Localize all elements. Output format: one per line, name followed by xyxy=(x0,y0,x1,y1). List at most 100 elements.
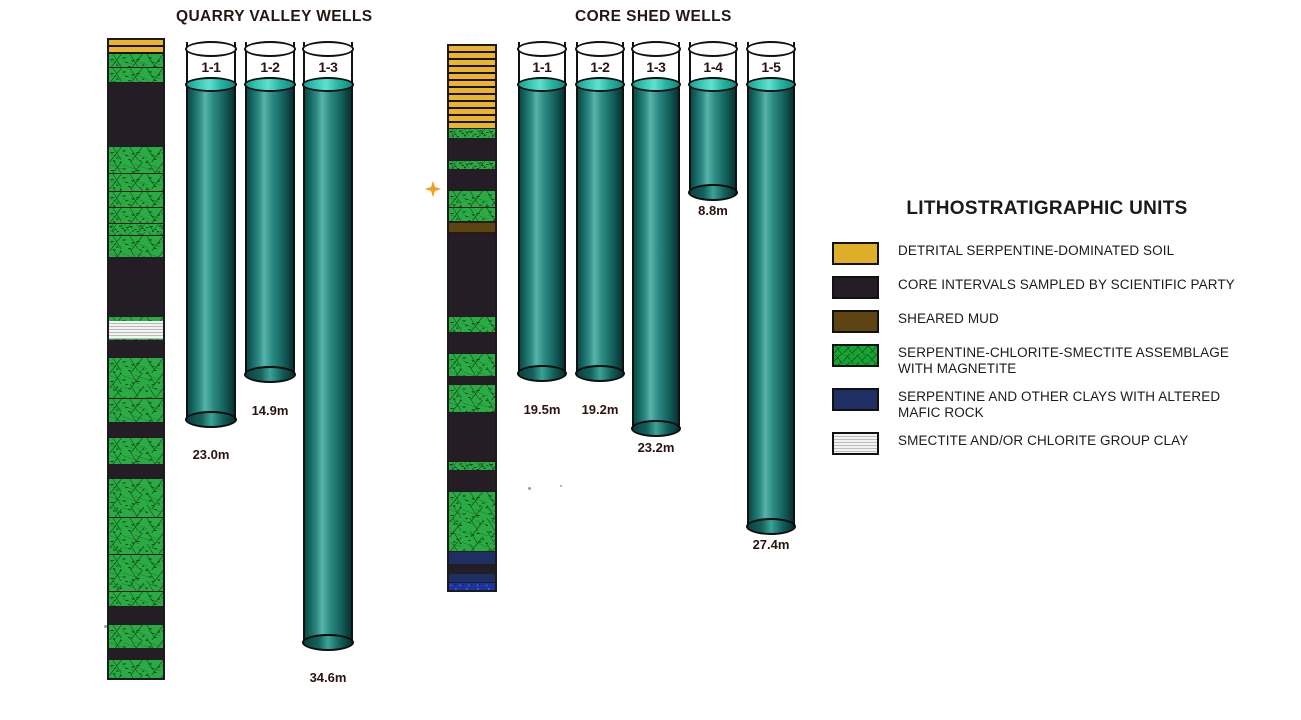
strat-layer-green xyxy=(109,625,163,648)
strat-layer-dark xyxy=(449,333,495,353)
well-cylinder-quarry-1-1[interactable]: 1-1 xyxy=(185,41,237,428)
cylinder-fill-surface xyxy=(185,77,237,92)
cylinder-bottom xyxy=(575,365,625,382)
strat-layer-dark xyxy=(109,607,163,624)
cylinder-fill-surface xyxy=(631,77,681,92)
strat-layer-navy-bright xyxy=(449,583,495,590)
strat-layer-green xyxy=(109,358,163,398)
strat-layer-green xyxy=(449,208,495,221)
cylinder-body xyxy=(747,51,795,525)
cylinder-body xyxy=(632,51,680,427)
strat-layer-dark xyxy=(449,234,495,316)
cylinder-bottom xyxy=(688,184,738,201)
cylinder-bottom xyxy=(185,411,237,428)
speck-dot-1 xyxy=(528,487,531,490)
strat-layer-green xyxy=(109,224,163,235)
cylinder-bottom xyxy=(631,420,681,437)
well-label: 1-4 xyxy=(703,59,723,75)
legend: LITHOSTRATIGRAPHIC UNITS DETRITAL SERPEN… xyxy=(832,198,1262,466)
cylinder-rim xyxy=(517,41,567,57)
well-cylinder-coreshed-1-2[interactable]: 1-2 xyxy=(575,41,625,382)
legend-swatch-sheared-mud-icon xyxy=(832,310,879,333)
speck-dot-2 xyxy=(560,485,562,487)
well-cylinder-coreshed-1-4[interactable]: 1-4 xyxy=(688,41,738,201)
star-marker xyxy=(424,180,442,198)
cylinder-rim xyxy=(746,41,796,57)
well-cylinder-coreshed-1-1[interactable]: 1-1 xyxy=(517,41,567,382)
group-title-quarry-valley: QUARRY VALLEY WELLS xyxy=(176,8,373,25)
strat-layer-green xyxy=(109,518,163,554)
strat-layer-navy xyxy=(449,552,495,564)
strat-layer-dark xyxy=(449,413,495,461)
strat-layer-green xyxy=(109,479,163,517)
strat-layer-green xyxy=(449,129,495,138)
legend-label-core-intervals: CORE INTERVALS SAMPLED BY SCIENTIFIC PAR… xyxy=(898,277,1235,292)
legend-item-core-intervals[interactable]: CORE INTERVALS SAMPLED BY SCIENTIFIC PAR… xyxy=(832,276,1262,299)
strat-layer-soil xyxy=(449,46,495,128)
legend-item-serpentine-clays-mafic[interactable]: SERPENTINE AND OTHER CLAYS WITH ALTERED … xyxy=(832,387,1262,421)
strat-layer-green xyxy=(109,660,163,678)
strat-layer-dark xyxy=(109,258,163,316)
depth-label-coreshed-1-1: 19.5m xyxy=(523,402,561,417)
legend-label-smectite-chlorite-clay: SMECTITE AND/OR CHLORITE GROUP CLAY xyxy=(898,432,1189,448)
strat-layer-green xyxy=(109,147,163,173)
cylinder-fill-surface xyxy=(244,77,296,92)
legend-item-soil[interactable]: DETRITAL SERPENTINE-DOMINATED SOIL xyxy=(832,242,1262,265)
depth-label-quarry-1-2: 14.9m xyxy=(251,403,289,418)
well-label: 1-1 xyxy=(532,59,552,75)
strat-layer-green xyxy=(109,592,163,606)
well-cylinder-quarry-1-2[interactable]: 1-2 xyxy=(244,41,296,383)
cylinder-bottom xyxy=(746,518,796,535)
well-cylinder-quarry-1-3[interactable]: 1-3 xyxy=(302,41,354,651)
strat-layer-dark xyxy=(109,340,163,357)
legend-swatch-core-intervals-icon xyxy=(832,276,879,299)
strat-layer-green xyxy=(449,161,495,169)
cylinder-fill-surface xyxy=(575,77,625,92)
legend-swatch-soil-icon xyxy=(832,242,879,265)
legend-label-serpentine-clays-mafic: SERPENTINE AND OTHER CLAYS WITH ALTERED … xyxy=(898,388,1221,420)
strat-layer-green xyxy=(109,236,163,257)
strat-layer-soil xyxy=(109,40,163,54)
cylinder-rim xyxy=(631,41,681,57)
depth-label-coreshed-1-4: 8.8m xyxy=(698,203,728,218)
strat-layer-green xyxy=(449,385,495,412)
strat-layer-dark xyxy=(449,377,495,384)
cylinder-rim xyxy=(302,41,354,57)
depth-label-quarry-1-3: 34.6m xyxy=(309,670,347,685)
strat-layer-green xyxy=(449,354,495,376)
legend-item-sheared-mud[interactable]: SHEARED MUD xyxy=(832,310,1262,333)
depth-label-quarry-1-1: 23.0m xyxy=(192,447,230,462)
cylinder-body xyxy=(186,51,236,418)
cylinder-bottom xyxy=(517,365,567,382)
cylinder-body xyxy=(518,51,566,372)
strat-layer-navy xyxy=(449,574,495,582)
strat-layer-green xyxy=(449,492,495,551)
legend-label-serpentine-chlorite-smectite: SERPENTINE-CHLORITE-SMECTITE ASSEMBLAGE … xyxy=(898,345,1229,376)
legend-label-soil: DETRITAL SERPENTINE-DOMINATED SOIL xyxy=(898,243,1175,258)
depth-label-coreshed-1-2: 19.2m xyxy=(581,402,619,417)
legend-swatch-smectite-chlorite-clay-icon xyxy=(832,431,879,455)
well-cylinder-coreshed-1-3[interactable]: 1-3 xyxy=(631,41,681,437)
well-label: 1-5 xyxy=(761,59,781,75)
legend-item-serpentine-chlorite-smectite[interactable]: SERPENTINE-CHLORITE-SMECTITE ASSEMBLAGE … xyxy=(832,344,1262,377)
legend-swatch-serpentine-chlorite-smectite-icon xyxy=(832,344,879,367)
well-cylinder-coreshed-1-5[interactable]: 1-5 xyxy=(746,41,796,535)
quarry-valley-strat-column[interactable] xyxy=(107,38,165,680)
strat-layer-clay xyxy=(109,321,163,339)
strat-layer-green xyxy=(449,191,495,207)
core-shed-strat-column[interactable] xyxy=(447,44,497,592)
depth-label-coreshed-1-3: 23.2m xyxy=(637,440,675,455)
cylinder-rim xyxy=(244,41,296,57)
strat-layer-dark xyxy=(109,649,163,659)
cylinder-fill-surface xyxy=(688,77,738,92)
cylinder-rim xyxy=(688,41,738,57)
well-label: 1-1 xyxy=(201,59,221,75)
well-label: 1-2 xyxy=(590,59,610,75)
strat-layer-green xyxy=(109,208,163,223)
strat-layer-green xyxy=(109,555,163,591)
strat-layer-dark xyxy=(449,471,495,491)
strat-layer-green xyxy=(109,438,163,464)
legend-title: LITHOSTRATIGRAPHIC UNITS xyxy=(906,198,1188,219)
legend-item-smectite-chlorite-clay[interactable]: SMECTITE AND/OR CHLORITE GROUP CLAY xyxy=(832,431,1262,455)
strat-layer-green xyxy=(109,192,163,207)
